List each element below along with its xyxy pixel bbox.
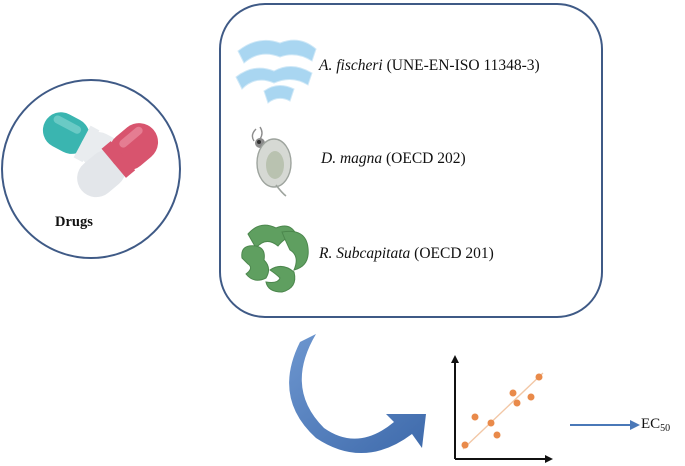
scatter-point bbox=[535, 373, 543, 381]
daphnia-icon bbox=[251, 126, 292, 197]
scatter-point bbox=[509, 389, 517, 397]
scatter-point bbox=[513, 399, 521, 407]
arrow-right-icon bbox=[570, 420, 640, 430]
species-name: R. Subcapitata bbox=[319, 245, 411, 262]
organism-label-subcapitata: R. Subcapitata (OECD 201) bbox=[319, 245, 494, 263]
curved-arrow-icon bbox=[289, 334, 426, 454]
scatter-point bbox=[487, 419, 495, 427]
species-name: D. magna bbox=[321, 150, 383, 167]
scatter-point bbox=[527, 393, 535, 401]
capsule-icon bbox=[42, 112, 159, 198]
scatter-point bbox=[493, 431, 501, 439]
scatter-point bbox=[471, 413, 479, 421]
scatter-point bbox=[461, 441, 469, 449]
bacteria-icon bbox=[235, 39, 317, 104]
protocol-text: (OECD 202) bbox=[386, 150, 466, 167]
trend-line bbox=[462, 372, 544, 450]
algae-icon bbox=[241, 224, 309, 293]
species-name: A. fischeri bbox=[319, 57, 383, 74]
protocol-text: (UNE-EN-ISO 11348-3) bbox=[386, 57, 540, 74]
ec-text: EC bbox=[641, 416, 661, 432]
organism-label-fischeri: A. fischeri (UNE-EN-ISO 11348-3) bbox=[319, 57, 540, 75]
ec50-label: EC50 bbox=[641, 416, 670, 434]
scatter-plot-icon bbox=[451, 355, 553, 463]
protocol-text: (OECD 201) bbox=[414, 245, 494, 262]
drugs-label: Drugs bbox=[55, 214, 93, 230]
organism-label-magna: D. magna (OECD 202) bbox=[321, 150, 466, 168]
ec-subscript: 50 bbox=[660, 423, 671, 434]
